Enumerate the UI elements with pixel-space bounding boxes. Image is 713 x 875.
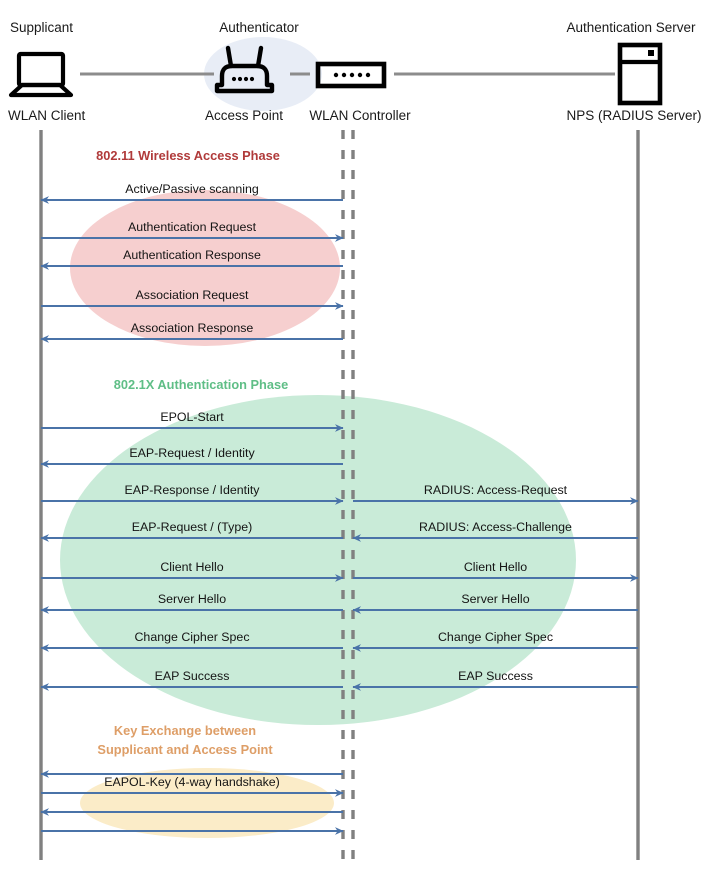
message-label-m9: EAP-Request / (Type) bbox=[131, 520, 253, 534]
phase-label-key-exchange-line2: Supplicant and Access Point bbox=[97, 741, 273, 757]
laptop-icon bbox=[8, 51, 74, 98]
message-label-m4: Association Request bbox=[135, 288, 249, 302]
message-label-m6: EPOL-Start bbox=[160, 410, 224, 424]
message-label-r5: Change Cipher Spec bbox=[437, 630, 554, 644]
device-label-wlan-controller: WLAN Controller bbox=[309, 108, 411, 123]
message-label-m10: Client Hello bbox=[160, 560, 224, 574]
wireless-router-icon bbox=[214, 45, 275, 94]
lifelines bbox=[39, 130, 640, 860]
message-label-m7: EAP-Request / Identity bbox=[129, 446, 255, 460]
switch-port-dots bbox=[333, 72, 371, 78]
role-label-authenticator: Authenticator bbox=[219, 20, 299, 35]
device-label-wlan-client: WLAN Client bbox=[8, 108, 86, 123]
phase-label-key-exchange: Key Exchange between Supplicant and Acce… bbox=[97, 722, 272, 759]
message-label-m3: Authentication Response bbox=[123, 248, 261, 262]
device-label-nps-radius-server: NPS (RADIUS Server) bbox=[566, 108, 702, 123]
role-label-supplicant: Supplicant bbox=[10, 20, 74, 35]
phase-ellipses bbox=[60, 37, 576, 838]
ellipse-key-exchange-phase bbox=[80, 768, 334, 838]
message-label-m11: Server Hello bbox=[157, 592, 227, 606]
role-label-authentication-server: Authentication Server bbox=[566, 20, 696, 35]
message-label-r6: EAP Success bbox=[458, 669, 533, 683]
message-arrows bbox=[40, 196, 639, 835]
phase-label-key-exchange-line1: Key Exchange between bbox=[113, 723, 257, 738]
phase-label-802-11-wireless-access: 802.11 Wireless Access Phase bbox=[96, 148, 280, 163]
message-label-r2: RADIUS: Access-Challenge bbox=[419, 520, 572, 534]
message-label-m2: Authentication Request bbox=[127, 220, 257, 234]
message-label-m1: Active/Passive scanning bbox=[125, 182, 259, 196]
message-label-m15: EAPOL-Key (4-way handshake) bbox=[104, 775, 280, 789]
network-switch-icon bbox=[315, 61, 387, 89]
message-label-m5: Association Response bbox=[130, 321, 254, 335]
message-label-m13: EAP Success bbox=[154, 669, 230, 683]
device-label-access-point: Access Point bbox=[204, 108, 284, 123]
ellipse-wireless-access-phase bbox=[70, 190, 340, 346]
message-label-r1: RADIUS: Access-Request bbox=[423, 483, 568, 497]
phase-label-802-1x-authentication: 802.1X Authentication Phase bbox=[113, 377, 289, 392]
message-label-r4: Server Hello bbox=[461, 592, 530, 606]
ellipse-dot1x-authentication-phase bbox=[60, 395, 576, 725]
message-label-m12: Change Cipher Spec bbox=[134, 630, 250, 644]
server-tower-icon bbox=[617, 42, 663, 106]
message-label-r3: Client Hello bbox=[463, 560, 528, 574]
message-label-m8: EAP-Response / Identity bbox=[124, 483, 260, 497]
router-led-dots bbox=[231, 76, 255, 82]
